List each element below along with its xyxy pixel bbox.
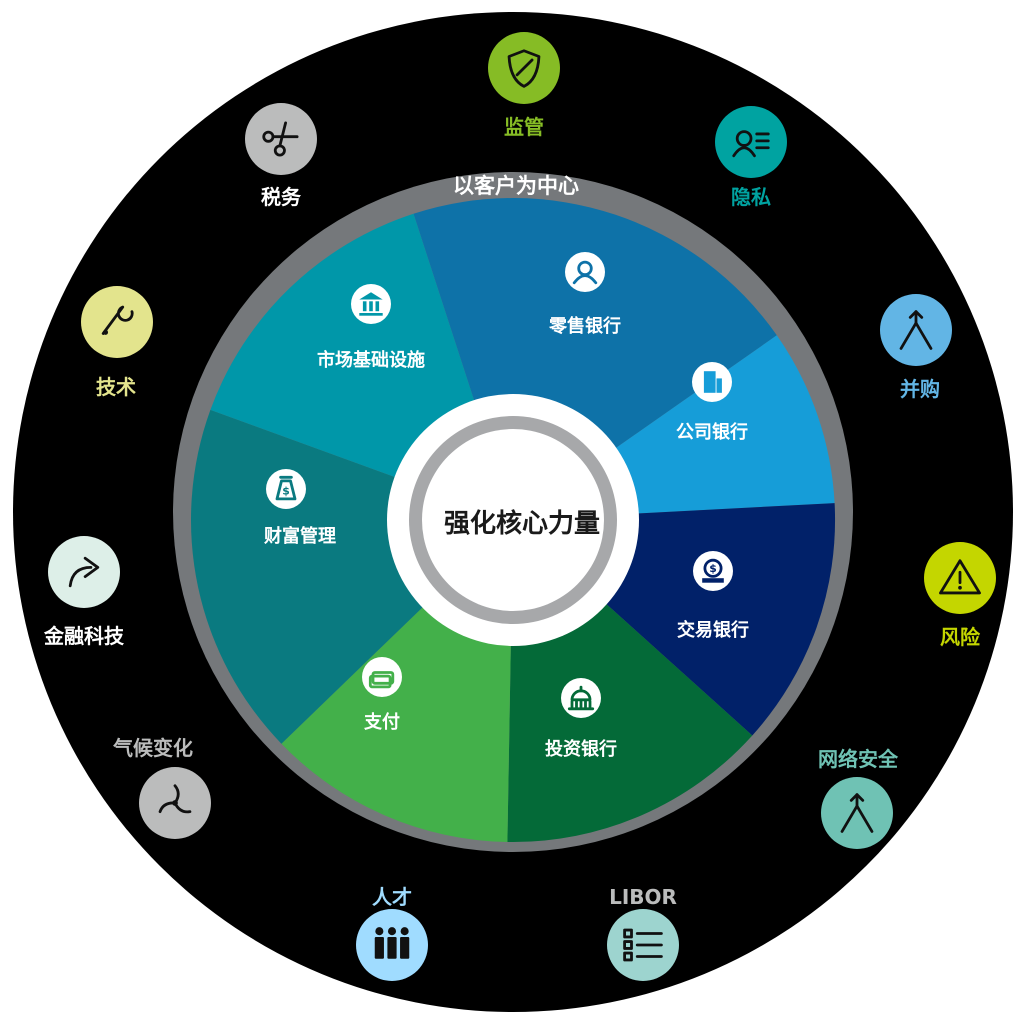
topic-item[interactable]: 监管 — [488, 32, 560, 139]
segment-label: 交易银行 — [677, 619, 749, 641]
banknote-icon — [368, 671, 395, 689]
people-icon — [374, 927, 410, 959]
topic-label: 税务 — [261, 185, 302, 209]
segment-label: 公司银行 — [676, 421, 748, 443]
hub-inner — [422, 429, 604, 611]
merge-arrows-icon — [840, 793, 874, 833]
topic-item[interactable]: 并购 — [880, 294, 952, 401]
building-icon — [703, 371, 722, 393]
topic-label: LIBOR — [609, 885, 677, 909]
segment-icon-badge — [561, 678, 601, 718]
client-ring-label: 以客户为中心 — [453, 174, 579, 198]
merge-arrows-icon — [899, 310, 933, 350]
topic-label: 技术 — [96, 375, 136, 399]
shield-icon — [507, 49, 541, 88]
topic-icon-badge — [880, 294, 952, 366]
money-bag-icon: $ — [275, 475, 297, 501]
capitol-icon — [567, 685, 595, 711]
topic-label: 并购 — [900, 377, 940, 401]
bank-icon — [359, 292, 383, 316]
topic-item[interactable]: 网络安全 — [818, 747, 899, 849]
topic-item[interactable]: 金融科技 — [43, 536, 125, 648]
topic-item[interactable]: 技术 — [81, 286, 153, 399]
topic-item[interactable]: LIBOR — [607, 885, 679, 981]
coin-stack-icon: $ — [702, 558, 724, 583]
topic-label: 隐私 — [731, 185, 771, 209]
topic-item[interactable]: 气候变化 — [112, 736, 211, 839]
segment-label: 投资银行 — [545, 738, 617, 760]
topic-icon-badge — [48, 536, 120, 608]
segment-icon-badge — [565, 252, 605, 292]
segment-label: 零售银行 — [548, 315, 621, 337]
list-icon — [623, 928, 663, 962]
segment-label: 支付 — [363, 711, 400, 733]
topic-label: 金融科技 — [43, 624, 125, 648]
topic-icon-badge — [821, 777, 893, 849]
topic-item[interactable]: 风险 — [924, 542, 996, 649]
wrench-icon — [101, 305, 134, 335]
segment-label: 财富管理 — [264, 525, 336, 547]
topic-label: 监管 — [504, 115, 544, 139]
segment-label: 市场基础设施 — [317, 349, 425, 371]
topic-label: 人才 — [372, 885, 412, 909]
topic-label: 风险 — [940, 625, 981, 649]
share-arrow-icon — [68, 556, 100, 588]
scissors-icon — [262, 121, 299, 157]
topic-label: 网络安全 — [818, 747, 899, 771]
svg-text:$: $ — [282, 484, 290, 497]
topic-item[interactable]: 人才 — [356, 885, 428, 981]
svg-text:$: $ — [709, 562, 717, 575]
turbine-icon — [158, 784, 192, 814]
privacy-icon — [732, 130, 770, 158]
center-label: 强化核心力量 — [444, 508, 600, 539]
topic-item[interactable]: 隐私 — [715, 106, 787, 209]
topic-icon-badge — [81, 286, 153, 358]
person-icon — [572, 260, 598, 285]
topic-label: 气候变化 — [112, 736, 193, 760]
topic-item[interactable]: 税务 — [245, 103, 317, 209]
warning-icon — [939, 559, 981, 595]
